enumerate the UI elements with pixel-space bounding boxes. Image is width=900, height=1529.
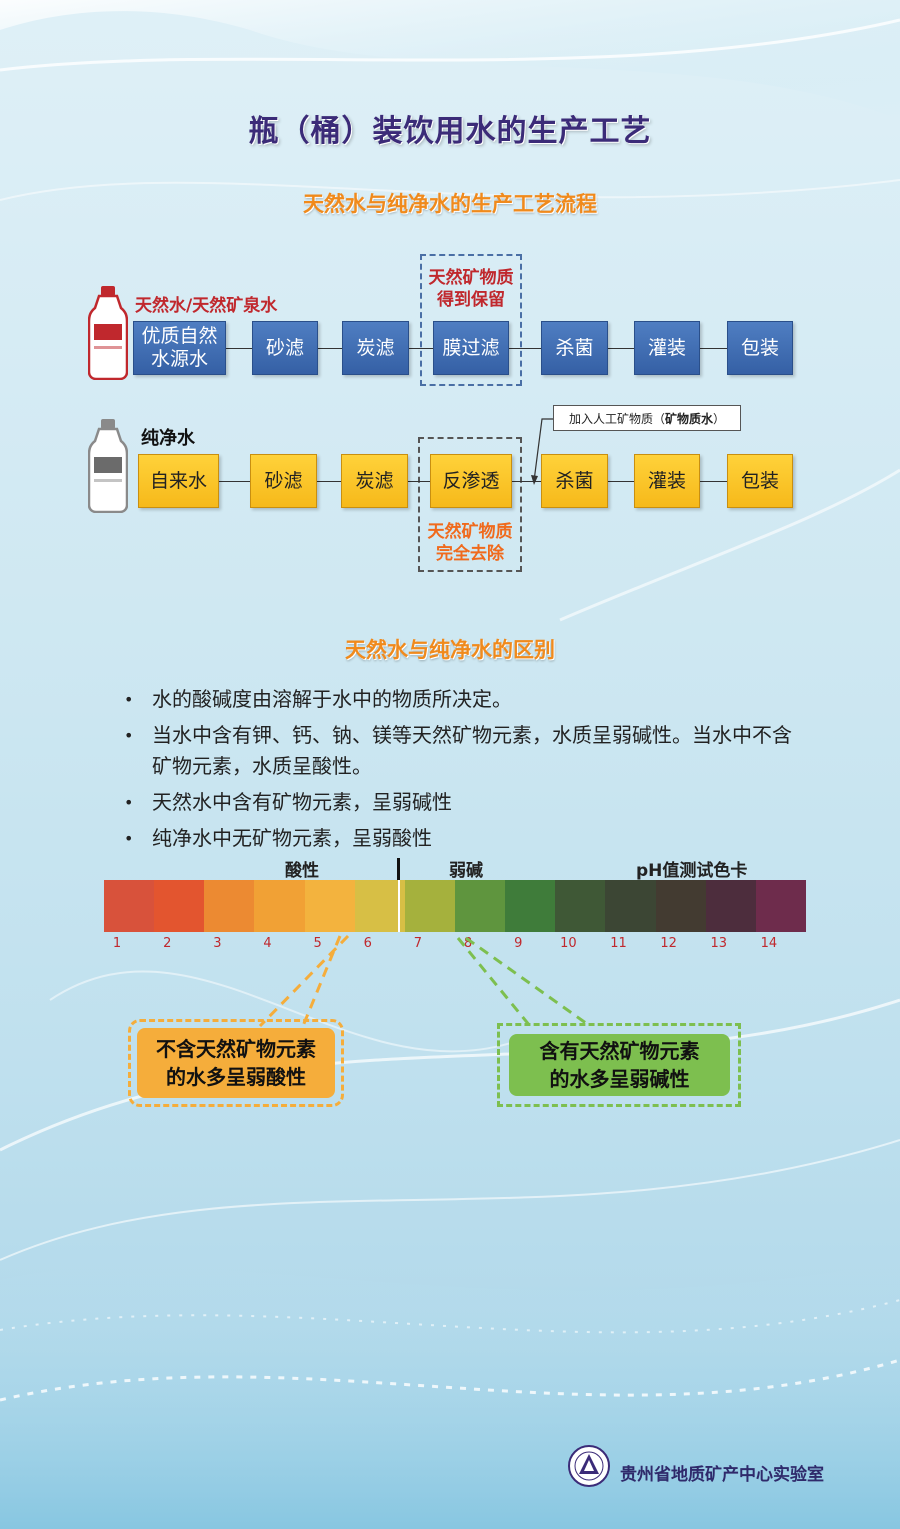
reverse-osmosis-highlight-frame (418, 437, 522, 572)
ph-number-label: 3 (213, 936, 222, 951)
list-item: 纯净水中无矿物元素，呈弱酸性 (118, 823, 798, 854)
natural-step-sand-filter: 砂滤 (252, 321, 318, 375)
ph-number-label: 13 (710, 936, 728, 951)
ph-number-label: 5 (313, 936, 322, 951)
natural-step-package: 包装 (727, 321, 793, 375)
ph-number-label: 7 (413, 936, 423, 951)
ph-color-cell (154, 880, 205, 932)
ph-number-label: 11 (610, 936, 627, 951)
red-bottle-icon (88, 286, 128, 380)
pure-step-fill: 灌装 (634, 454, 700, 508)
ph-color-cell (655, 880, 706, 932)
natural-step-membrane-filter: 膜过滤 (433, 321, 509, 375)
list-item: 天然水中含有矿物元素，呈弱碱性 (118, 787, 798, 818)
ph-color-cell (505, 880, 556, 932)
grey-bottle-icon (88, 419, 128, 513)
note-line: 得到保留 (437, 290, 505, 310)
step-line: 水源水 (150, 348, 208, 370)
list-item: 当水中含有钾、钙、钠、镁等天然矿物元素，水质呈弱碱性。当水中不含矿物元素，水质呈… (118, 720, 798, 782)
pure-water-label: 纯净水 (141, 428, 195, 449)
ph-number-label: 2 (163, 936, 172, 951)
natural-water-label: 天然水/天然矿泉水 (135, 296, 278, 316)
membrane-highlight-frame (420, 254, 522, 386)
list-item: 水的酸碱度由溶解于水中的物质所决定。 (118, 684, 798, 715)
ph-number-label: 10 (560, 936, 577, 951)
acid-result-box: 不含天然矿物元素的水多呈弱酸性 (137, 1028, 335, 1098)
callout-text: 加入人工矿物质（ (568, 411, 665, 426)
org-name: 贵州省地质矿产中心实验室 (620, 1465, 824, 1485)
note-line: 完全去除 (436, 544, 504, 564)
step-line: 优质自然 (141, 325, 218, 347)
note-line: 天然矿物质 (427, 522, 513, 542)
ph-color-bar (104, 880, 806, 932)
ph-neutral-marker (397, 858, 400, 880)
ph-color-cell (104, 880, 155, 932)
ph-color-cell (354, 880, 405, 932)
pure-step-carbon-filter: 炭滤 (341, 454, 408, 508)
pure-step-sterilize: 杀菌 (541, 454, 608, 508)
pure-step-package: 包装 (727, 454, 793, 508)
ph-color-cell (605, 880, 656, 932)
ph-number-label: 6 (363, 936, 372, 951)
ph-color-cell (254, 880, 305, 932)
acid-box-frame (128, 1019, 344, 1107)
ph-neutral-line (398, 880, 400, 932)
natural-step-source: 优质自然水源水 (133, 321, 226, 375)
callout-arrow (531, 418, 553, 485)
ph-pointer-lines (258, 934, 591, 1028)
note-line: 天然矿物质 (428, 268, 514, 288)
alkali-box-frame (497, 1023, 741, 1107)
box-line: 含有天然矿物元素 (539, 1039, 700, 1063)
process-section-title: 天然水与纯净水的生产工艺流程 (303, 192, 597, 216)
natural-step-carbon-filter: 炭滤 (342, 321, 409, 375)
ph-number-label: 8 (463, 936, 473, 951)
pure-step-reverse-osmosis: 反渗透 (430, 454, 512, 508)
mineral-retained-note: 天然矿物质 得到保留 (420, 267, 522, 311)
ph-alkali-label: 弱碱 (449, 861, 483, 881)
ph-color-cell (204, 880, 255, 932)
page-title: 瓶（桶）装饮用水的生产工艺 (248, 114, 652, 149)
difference-bullet-list: 水的酸碱度由溶解于水中的物质所决定。 当水中含有钾、钙、钠、镁等天然矿物元素，水… (118, 684, 798, 859)
ph-color-cell (454, 880, 506, 932)
ph-color-cell (705, 880, 756, 932)
box-line: 不含天然矿物元素 (156, 1037, 316, 1061)
callout-bold-text: 矿物质水 (664, 411, 713, 426)
ph-card-label: pH值测试色卡 (636, 861, 748, 881)
ph-number-label: 1 (112, 936, 122, 951)
lab-logo-icon (568, 1445, 610, 1487)
ph-number-label: 14 (760, 936, 778, 951)
ph-color-cell (755, 880, 806, 932)
alkali-result-box: 含有天然矿物元素的水多呈弱碱性 (509, 1034, 730, 1096)
ph-number-label: 9 (514, 936, 523, 951)
callout-text: ） (713, 411, 726, 426)
box-line: 的水多呈弱酸性 (166, 1065, 306, 1089)
artificial-mineral-callout: 加入人工矿物质（矿物质水） (553, 405, 741, 431)
natural-step-fill: 灌装 (634, 321, 700, 375)
pure-step-sand-filter: 砂滤 (250, 454, 317, 508)
ph-color-cell (555, 880, 606, 932)
natural-step-sterilize: 杀菌 (541, 321, 608, 375)
ph-acid-label: 酸性 (285, 861, 319, 881)
difference-section-title: 天然水与纯净水的区别 (345, 638, 555, 662)
ph-number-label: 12 (660, 936, 677, 951)
mineral-removed-note: 天然矿物质 完全去除 (418, 521, 522, 565)
ph-color-cell (404, 880, 455, 932)
ph-color-cell (304, 880, 355, 932)
ph-number-label: 4 (263, 936, 272, 951)
box-line: 的水多呈弱碱性 (549, 1067, 690, 1091)
pure-step-tap-water: 自来水 (138, 454, 219, 508)
